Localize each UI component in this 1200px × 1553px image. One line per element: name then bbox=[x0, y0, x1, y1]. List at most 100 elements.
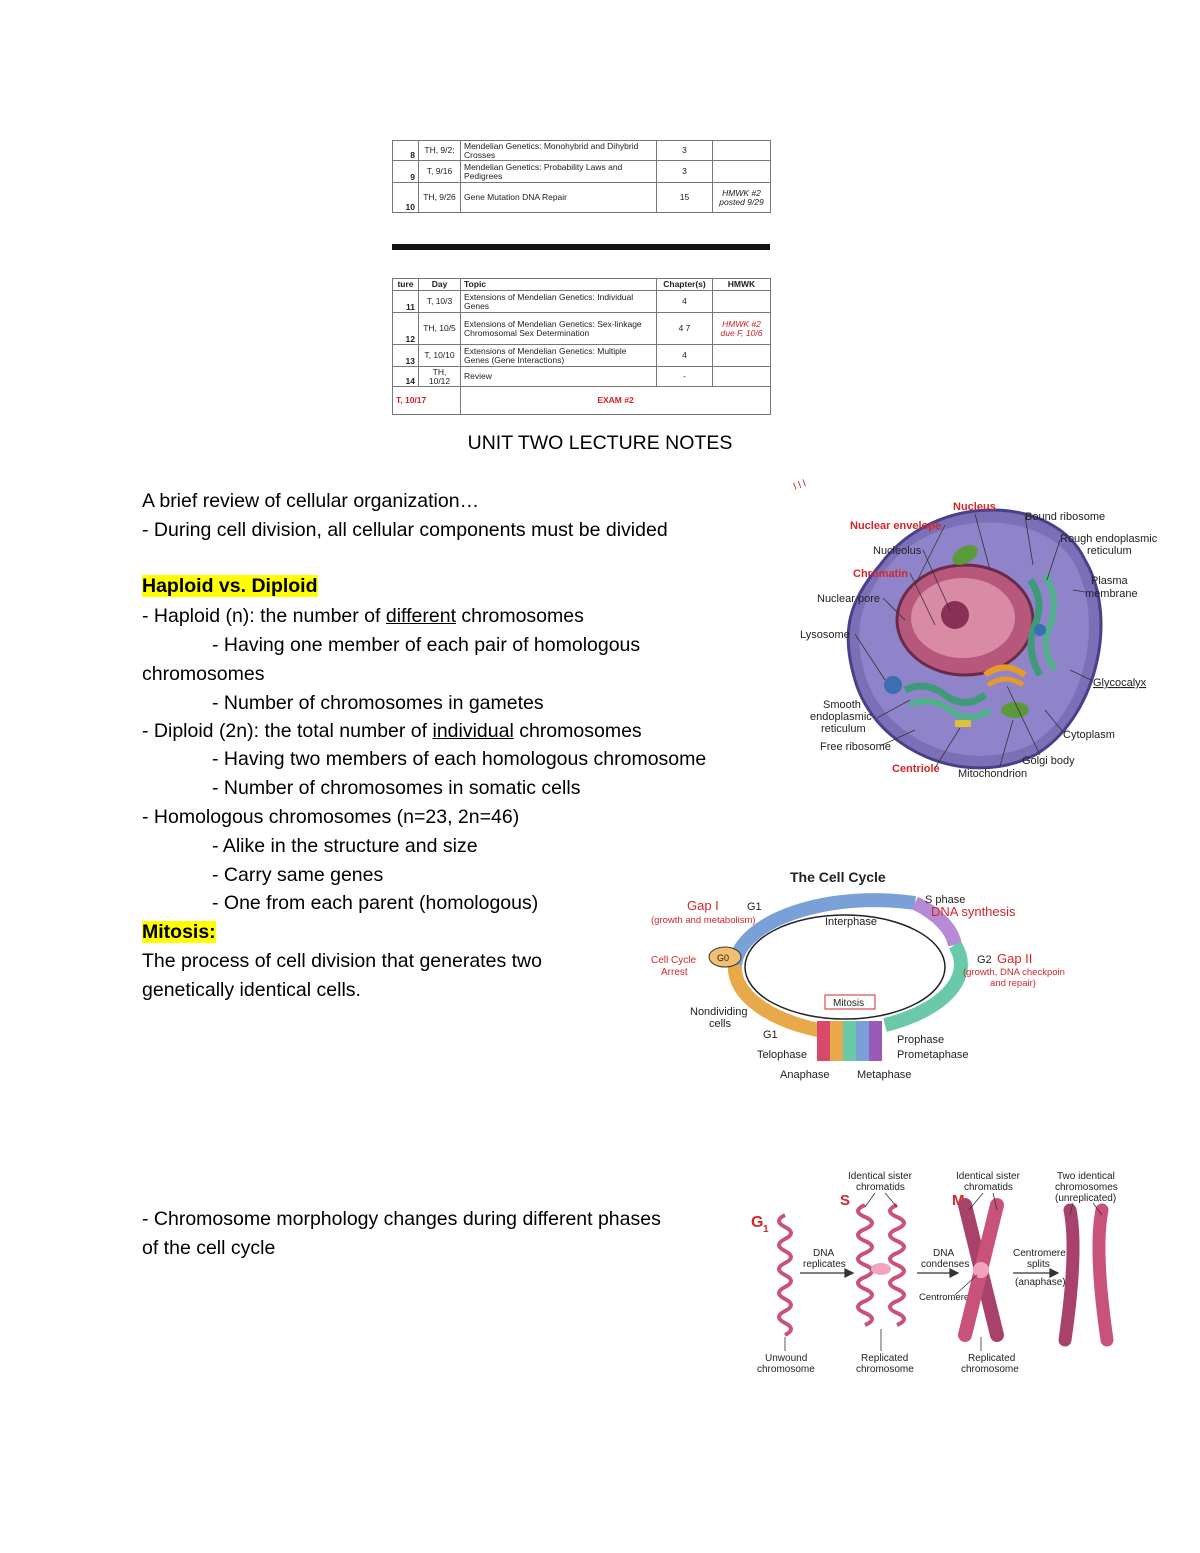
label-free-ribosome: Free ribosome bbox=[820, 741, 891, 753]
label-arrest-1: Cell Cycle bbox=[651, 955, 696, 966]
haploid-definition: - Haploid (n): the number of different c… bbox=[142, 605, 584, 627]
label-plasma-membrane-1: Plasma bbox=[1091, 575, 1129, 587]
label-bound-ribosome: Bound ribosome bbox=[1025, 511, 1105, 523]
label-sister-2b: chromatids bbox=[964, 1182, 1013, 1193]
label-nondividing-1: Nondividing bbox=[690, 1006, 747, 1018]
label-dna-replicates-2: replicates bbox=[803, 1259, 846, 1270]
mitosis-def-1: The process of cell division that genera… bbox=[142, 950, 542, 972]
schedule-table-top: 8 TH, 9/2: Mendelian Genetics: Monohybri… bbox=[392, 140, 771, 213]
homologous-sub2: - Carry same genes bbox=[212, 864, 384, 886]
lysosome bbox=[884, 676, 902, 694]
haploid-sub1-cont: chromosomes bbox=[142, 663, 265, 685]
label-mitochondrion: Mitochondrion bbox=[958, 768, 1027, 780]
label-gap1-sub: (growth and metabolism) bbox=[651, 915, 756, 926]
label-arrest-2: Arrest bbox=[661, 967, 688, 978]
label-replicated-1: Replicated bbox=[861, 1353, 908, 1364]
label-g2: G2 bbox=[977, 954, 992, 966]
sister-chromatid-2 bbox=[888, 1203, 906, 1327]
label-smooth-er-2: endoplasmic bbox=[810, 711, 872, 723]
smooth-er-2 bbox=[908, 698, 992, 721]
label-g1-bottom: G1 bbox=[763, 1029, 778, 1041]
table-row: 13 T, 10/10 Extensions of Mendelian Gene… bbox=[392, 344, 771, 367]
label-prometaphase: Prometaphase bbox=[897, 1049, 969, 1061]
cycle-title: The Cell Cycle bbox=[790, 869, 886, 885]
separated-chromosome-1 bbox=[1058, 1203, 1080, 1347]
centromere-m bbox=[973, 1262, 989, 1278]
label-prophase: Prophase bbox=[897, 1034, 944, 1046]
prometaphase-bar bbox=[856, 1021, 869, 1061]
label-dna-condenses-2: condenses bbox=[921, 1259, 969, 1270]
haploid-sub1: - Having one member of each pair of homo… bbox=[212, 634, 641, 656]
cell-leader-lines bbox=[854, 513, 1092, 769]
label-unwound-2: chromosome bbox=[757, 1364, 815, 1375]
label-golgi-body: Golgi body bbox=[1022, 755, 1075, 767]
label-dna-synthesis: DNA synthesis bbox=[931, 904, 1016, 919]
interphase-loop bbox=[744, 914, 946, 1020]
label-g1-sub: 1 bbox=[763, 1224, 769, 1235]
rough-er-2 bbox=[1042, 573, 1058, 672]
label-chromatin: Chromatin bbox=[853, 568, 908, 580]
label-centromere-splits-1: Centromere bbox=[1013, 1248, 1066, 1259]
thick-divider bbox=[392, 244, 770, 250]
chromosome-figure: G 1 S M Identical sister chromatids Iden… bbox=[751, 1171, 1118, 1375]
table-row: 9 T, 9/16 Mendelian Genetics: Probabilit… bbox=[392, 160, 771, 183]
label-s-phase: S phase bbox=[925, 894, 965, 906]
label-rough-er-1: Rough endoplasmic bbox=[1060, 533, 1158, 545]
label-centromere-splits-3: (anaphase) bbox=[1015, 1277, 1066, 1288]
vesicle bbox=[1034, 624, 1046, 636]
intro-point: - During cell division, all cellular com… bbox=[142, 519, 668, 541]
mitochondrion-2 bbox=[1001, 702, 1029, 718]
diploid-definition: - Diploid (2n): the total number of indi… bbox=[142, 720, 642, 742]
table-row: 14 TH, 10/12 Review - bbox=[392, 366, 771, 387]
g2-ring bbox=[883, 941, 968, 1032]
label-interphase: Interphase bbox=[825, 916, 877, 928]
homologous-sub1: - Alike in the structure and size bbox=[212, 835, 478, 857]
label-gap2-sub1: (growth, DNA checkpoint, bbox=[963, 967, 1065, 978]
morphology-line-2: of the cell cycle bbox=[142, 1237, 276, 1259]
label-two-identical-2: chromosomes bbox=[1055, 1182, 1118, 1193]
s-ring bbox=[911, 896, 962, 947]
label-glycocalyx: Glycocalyx bbox=[1093, 677, 1147, 689]
g1-ring bbox=[728, 893, 917, 967]
animal-cell-figure: l l l Nucleus Nuclear envelope Nucleolus… bbox=[792, 478, 1158, 780]
label-replicated-3: Replicated bbox=[968, 1353, 1015, 1364]
telophase-bar bbox=[817, 1021, 830, 1061]
morphology-line-1: - Chromosome morphology changes during d… bbox=[142, 1208, 661, 1230]
label-dna-condenses-1: DNA bbox=[933, 1248, 954, 1259]
label-replicated-2: chromosome bbox=[856, 1364, 914, 1375]
label-sister-1a: Identical sister bbox=[848, 1171, 913, 1182]
label-two-identical-1: Two identical bbox=[1057, 1171, 1115, 1182]
label-g1-top: G1 bbox=[747, 901, 762, 913]
chromo-leader-lines bbox=[784, 1192, 1103, 1351]
table-row-exam: T, 10/17 EXAM #2 bbox=[392, 386, 771, 415]
table-header-row: ture Day Topic Chapter(s) HMWK bbox=[392, 278, 771, 291]
page-title: UNIT TWO LECTURE NOTES bbox=[467, 432, 733, 454]
table-row: 11 T, 10/3 Extensions of Mendelian Genet… bbox=[392, 290, 771, 313]
g1-ring-lower bbox=[727, 964, 837, 1040]
label-lysosome: Lysosome bbox=[800, 629, 850, 641]
sister-chromatid-1 bbox=[856, 1203, 874, 1327]
label-nondividing-2: cells bbox=[709, 1018, 732, 1030]
centriole bbox=[955, 720, 971, 727]
golgi-body-2 bbox=[986, 676, 1025, 688]
haploid-sub2: - Number of chromosomes in gametes bbox=[212, 692, 544, 714]
table-row: 8 TH, 9/2: Mendelian Genetics: Monohybri… bbox=[392, 140, 771, 161]
schedule-table-bottom: ture Day Topic Chapter(s) HMWK 11 T, 10/… bbox=[392, 278, 771, 415]
table-row: 12 TH, 10/5 Extensions of Mendelian Gene… bbox=[392, 312, 771, 345]
label-s: S bbox=[840, 1192, 850, 1209]
separated-chromosome-2 bbox=[1092, 1203, 1114, 1347]
haploid-heading: Haploid vs. Diploid bbox=[142, 575, 318, 597]
label-centromere: Centromere bbox=[919, 1292, 969, 1303]
g0-circle bbox=[708, 946, 742, 968]
metaphase-bar bbox=[843, 1021, 856, 1061]
label-nucleus: Nucleus bbox=[953, 501, 996, 513]
stray-mark: l l l bbox=[792, 478, 807, 493]
label-anaphase: Anaphase bbox=[780, 1069, 830, 1081]
label-dna-replicates-1: DNA bbox=[813, 1248, 834, 1259]
label-g1: G bbox=[751, 1214, 763, 1231]
label-nuclear-pore: Nuclear pore bbox=[817, 593, 880, 605]
label-mitosis: Mitosis bbox=[833, 998, 864, 1009]
centromere-s bbox=[871, 1263, 891, 1275]
label-two-identical-3: (unreplicated) bbox=[1055, 1193, 1116, 1204]
label-cytoplasm: Cytoplasm bbox=[1063, 729, 1115, 741]
